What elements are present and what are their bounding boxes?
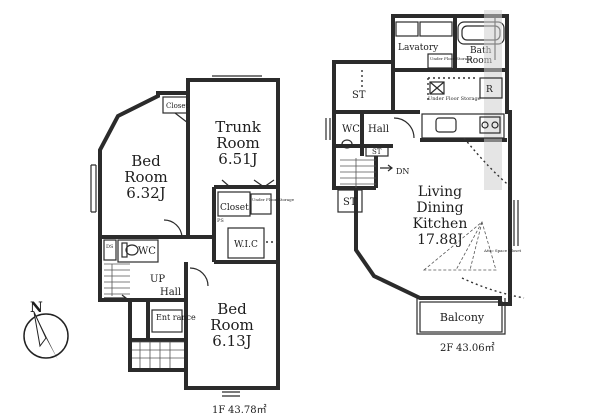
bed-left-name: Bed: [131, 152, 161, 170]
fridge-box: [479, 77, 503, 99]
door-swing-icon: [393, 117, 415, 139]
bath-label2: Room: [466, 56, 493, 66]
st-bottom-label: ST: [343, 197, 357, 208]
compass-label: N: [30, 300, 43, 316]
closet-top-door: [174, 112, 189, 124]
ds-label: DS: [106, 244, 114, 250]
ldk-line3: Kitchen: [413, 216, 468, 232]
floor2-inner-walls: [334, 16, 507, 190]
st-small-label: ST: [372, 148, 382, 156]
ds-box: [103, 239, 117, 261]
door-swing-icon: [163, 179, 275, 287]
laundry-pan: [419, 21, 453, 37]
balcony-label: Balcony: [440, 311, 485, 324]
floor-2: Balcony Lavatory Under Floor Storage Bat…: [325, 10, 525, 354]
bed-left-size: 6.32J: [126, 184, 165, 202]
compass-icon: N: [23, 300, 69, 360]
ldk-dotted: [461, 277, 525, 299]
floor1-outer-wall: [98, 78, 280, 390]
floor1-area: 43.78㎡: [228, 404, 267, 416]
toilet-icon: [121, 242, 139, 258]
floor2-area: 43.06㎡: [456, 342, 495, 354]
floor1-inner-walls: [100, 93, 278, 370]
ldk-line2: Dining: [416, 200, 463, 216]
trunk-name2: Room: [216, 134, 260, 152]
wic-label: W.I.C: [234, 240, 258, 250]
lavatory-label: Lavatory: [398, 43, 439, 53]
ldk-line1: Living: [418, 184, 462, 200]
lavatory-vanity: [395, 21, 419, 37]
center-underfloor-label: Under Floor Storage: [428, 96, 481, 102]
toilet-icon: [341, 139, 353, 149]
bed-bottom-size: 6.13J: [212, 332, 251, 350]
ldk-size: 17.88J: [417, 232, 463, 248]
attic-closet: Attic Space Closet: [422, 221, 522, 271]
closet-top-label: Closet: [166, 102, 189, 110]
entrance-label: Ent rance: [156, 313, 196, 322]
hatch-cross: [429, 81, 445, 95]
floor1-label: 1F: [212, 405, 225, 416]
st-bottom-box: [337, 189, 363, 213]
under-floor-label: Under Floor Storage: [252, 197, 295, 202]
balcony-rail: [416, 298, 506, 335]
up-label: UP: [150, 274, 165, 285]
floor-1: Closet Bed Room 6.32J Trunk Room 6.51J C…: [90, 75, 295, 416]
bed-bottom-name: Bed: [217, 300, 247, 318]
underfloor-hatch: [429, 81, 445, 95]
hall-label: Hall: [160, 287, 181, 298]
r-label: R: [486, 85, 493, 95]
wc-box: [117, 239, 159, 263]
hall2-label: Hall: [368, 124, 389, 135]
shade-strip: [484, 10, 502, 190]
floor1-windows: [90, 75, 262, 397]
floor2-windows: [325, 118, 519, 246]
closet-mid-box: [217, 191, 251, 217]
center-dotted: [427, 77, 478, 100]
closet-mid-label: Closet: [220, 203, 249, 213]
lav-underfloor-label: Under Floor Storage: [430, 56, 473, 61]
trunk-name: Trunk: [215, 118, 261, 136]
wic-box: [227, 227, 265, 259]
wc2-label: WC: [342, 124, 360, 135]
bed-bottom-name2: Room: [210, 316, 254, 334]
kitchen-counter: [421, 113, 505, 139]
st-top-label: ST: [352, 90, 366, 101]
floor1-stairs: [104, 263, 130, 302]
under-floor-box: [250, 193, 272, 215]
bed-left-name2: Room: [124, 168, 168, 186]
bath-label: Bath: [470, 46, 492, 56]
floor2-outer-wall: [332, 14, 512, 306]
stove-icon: [479, 116, 501, 134]
attic-label: Attic Space Closet: [483, 248, 522, 253]
entrance-tile: [132, 341, 184, 368]
lav-underfloor-box: [427, 53, 453, 69]
balcony-box: [419, 301, 503, 333]
ps-label: PS: [217, 218, 224, 224]
floor2-label: 2F: [440, 343, 453, 354]
trunk-size: 6.51J: [218, 150, 257, 168]
wc-label: WC: [138, 246, 156, 257]
entrance-box: [151, 309, 183, 333]
st-small-box: [365, 145, 389, 157]
floor2-stairs: [340, 158, 393, 188]
sink-icon: [435, 117, 457, 133]
dn-label: DN: [396, 167, 409, 176]
